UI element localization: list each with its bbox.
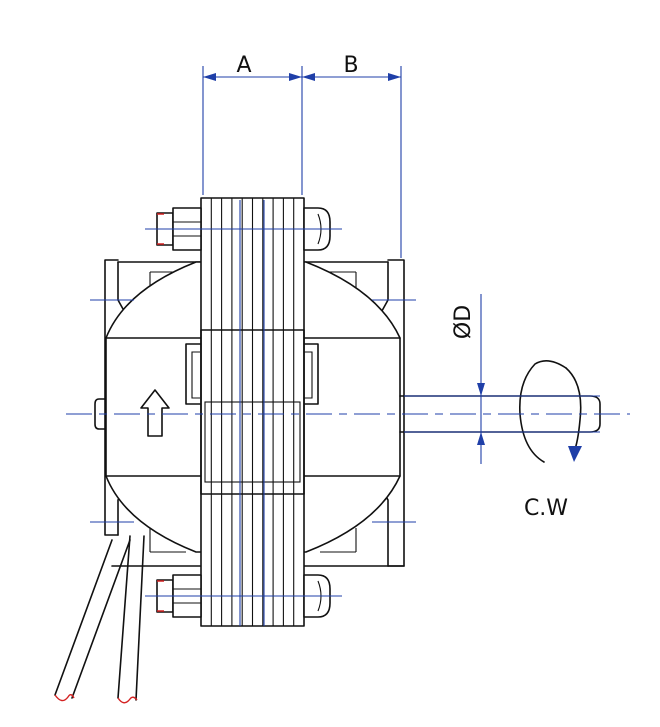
lead-wires	[54, 535, 145, 704]
dimension-a-b	[202, 66, 402, 258]
rotation-indicator	[518, 360, 582, 463]
end-tab	[94, 398, 106, 430]
stack-clips	[185, 343, 319, 405]
dim-d-label: ØD	[451, 305, 476, 339]
dimension-d	[404, 294, 600, 464]
airflow-arrow-icon	[140, 389, 170, 437]
dim-b-label: B	[343, 53, 358, 78]
dim-a-label: A	[236, 53, 251, 78]
lamination-stack	[200, 197, 305, 627]
rotation-label: C.W	[524, 496, 568, 521]
center-lines	[66, 200, 630, 626]
